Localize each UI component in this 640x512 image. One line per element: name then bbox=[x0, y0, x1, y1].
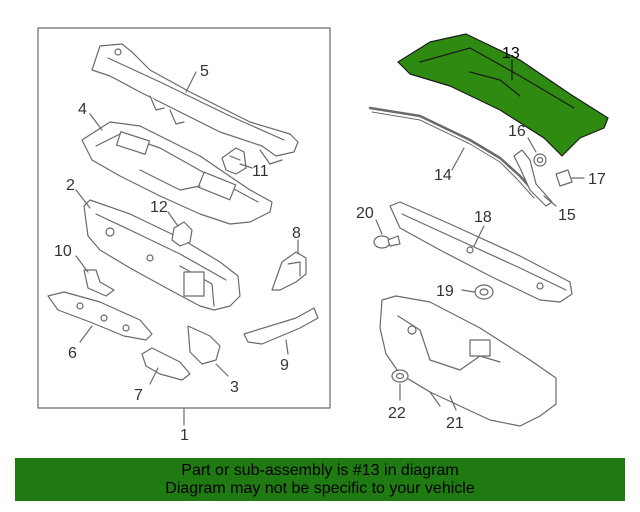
info-banner: Part or sub-assembly is #13 in diagram D… bbox=[15, 458, 625, 501]
banner-line-2: Diagram may not be specific to your vehi… bbox=[165, 479, 475, 497]
callout-15-leader bbox=[543, 195, 557, 207]
banner-line-1: Part or sub-assembly is #13 in diagram bbox=[181, 461, 459, 479]
callout-19-leader bbox=[461, 289, 475, 293]
callout-12-leader bbox=[167, 211, 179, 227]
part-13-shape bbox=[397, 33, 609, 157]
callout-14-leader bbox=[451, 147, 465, 171]
callout-11: 11 bbox=[252, 163, 269, 180]
part-16-shape bbox=[533, 153, 547, 167]
callout-3-leader bbox=[215, 363, 229, 377]
callout-6-leader bbox=[79, 325, 93, 343]
part-21-shape bbox=[379, 295, 557, 427]
callout-2-leader bbox=[75, 189, 91, 209]
callout-16-leader bbox=[527, 137, 537, 153]
callout-9-leader bbox=[285, 339, 289, 355]
callout-8: 8 bbox=[292, 225, 301, 242]
callout-7: 7 bbox=[134, 387, 143, 404]
callout-10-leader bbox=[75, 255, 89, 273]
part-22-shape bbox=[391, 369, 409, 383]
part-8-shape bbox=[271, 251, 307, 291]
part-11-shape bbox=[221, 147, 247, 175]
callout-19: 19 bbox=[436, 283, 454, 300]
callout-18-leader bbox=[473, 225, 485, 247]
callout-12: 12 bbox=[150, 199, 168, 216]
callout-1: 1 bbox=[180, 427, 189, 444]
callout-14: 14 bbox=[434, 167, 452, 184]
callout-2: 2 bbox=[66, 177, 75, 194]
callout-11-leader bbox=[239, 163, 253, 169]
callout-3: 3 bbox=[230, 379, 239, 396]
callout-4-leader bbox=[89, 113, 103, 131]
callout-5: 5 bbox=[200, 63, 209, 80]
callout-5-leader bbox=[185, 71, 197, 93]
part-4-shape bbox=[81, 121, 273, 225]
part-6-shape bbox=[47, 291, 153, 341]
part-2-shape bbox=[83, 199, 241, 311]
part-17-shape bbox=[555, 169, 573, 187]
parts-diagram: 1 2 3 4 5 6 7 8 9 10 11 12 13 14 15 16 1… bbox=[37, 27, 609, 444]
part-19-shape bbox=[474, 284, 494, 300]
part-10-shape bbox=[83, 269, 115, 297]
part-20-shape bbox=[373, 235, 401, 249]
assembly-group-box bbox=[37, 27, 331, 409]
callout-10: 10 bbox=[54, 243, 72, 260]
callout-20: 20 bbox=[356, 205, 374, 222]
callout-17: 17 bbox=[588, 171, 606, 188]
part-7-shape bbox=[141, 347, 191, 381]
callout-9: 9 bbox=[280, 357, 289, 374]
callout-18: 18 bbox=[474, 209, 492, 226]
callout-7-leader bbox=[149, 367, 159, 385]
part-18-shape bbox=[389, 201, 573, 303]
callout-22: 22 bbox=[388, 405, 406, 422]
part-3-shape bbox=[187, 325, 221, 365]
callout-6: 6 bbox=[68, 345, 77, 362]
callout-13: 13 bbox=[502, 45, 520, 62]
callout-16: 16 bbox=[508, 123, 526, 140]
callout-20-leader bbox=[375, 219, 383, 235]
callout-21-leader bbox=[449, 395, 457, 411]
callout-21: 21 bbox=[446, 415, 464, 432]
callout-15: 15 bbox=[558, 207, 576, 224]
callout-4: 4 bbox=[78, 101, 87, 118]
part-5-shape bbox=[91, 43, 299, 165]
part-12-shape bbox=[171, 221, 193, 247]
part-9-shape bbox=[243, 307, 319, 345]
